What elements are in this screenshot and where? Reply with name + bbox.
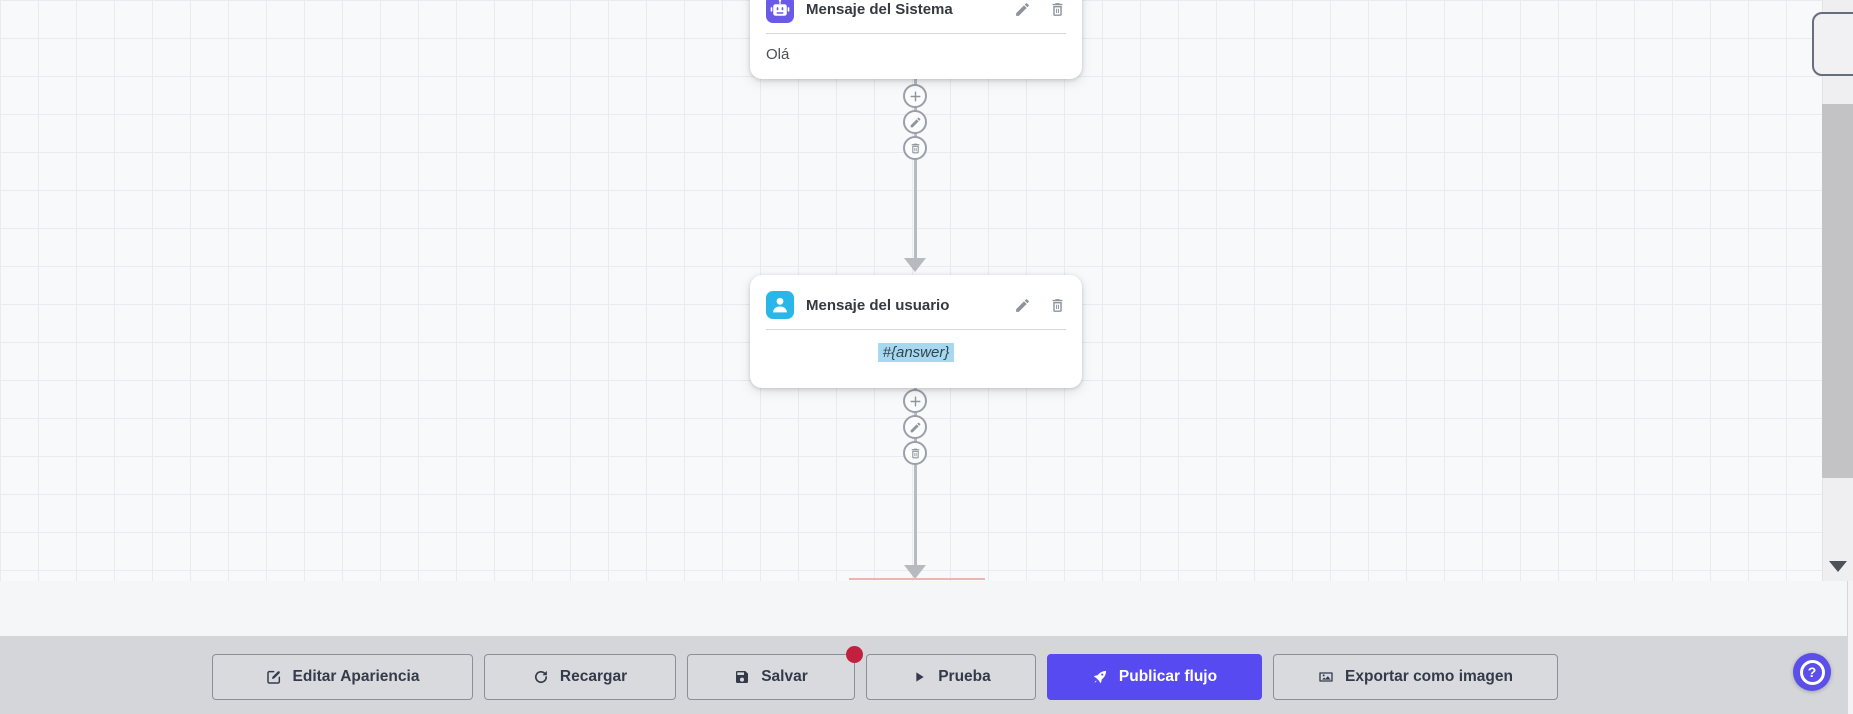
connector-line [914,79,917,258]
pencil-icon [1016,298,1029,312]
help-button[interactable]: ? [1793,653,1831,691]
button-label: Prueba [938,668,991,685]
export-image-button[interactable]: Exportar como imagen [1273,654,1558,700]
button-label: Publicar flujo [1118,668,1218,685]
node-header: Mensaje del usuario [750,275,1082,329]
node-title: Mensaje del usuario [806,296,950,314]
question-icon: ? [1799,659,1825,685]
play-icon [916,672,924,682]
window-edge-strip [1847,581,1853,714]
robot-icon [766,0,794,23]
save-icon [736,671,749,683]
node-edit-button[interactable] [1014,297,1031,314]
next-node-top-edge [849,578,985,580]
connector-arrowhead [904,258,926,272]
scroll-down-icon[interactable] [1829,561,1847,572]
trash-icon [911,143,919,153]
node-user-message[interactable]: Mensaje del usuario #{answer} [750,275,1082,388]
edit-appearance-icon [266,670,280,684]
connector-delete-button[interactable] [903,136,927,160]
rocket-icon [1093,670,1107,684]
connector-edit-button[interactable] [903,415,927,439]
canvas-vertical-scrollbar-thumb[interactable] [1822,104,1853,478]
node-title: Mensaje del Sistema [806,0,953,18]
user-icon [766,291,794,319]
help-label: ? [1807,664,1817,680]
trash-icon [1052,298,1063,312]
connector-line [914,388,917,565]
unsaved-changes-dot [846,646,863,663]
node-delete-button[interactable] [1049,297,1066,314]
image-icon [1319,672,1333,682]
node-content: #{answer} [750,330,1082,383]
pencil-icon [1016,2,1029,16]
publish-flow-button[interactable]: Publicar flujo [1047,654,1262,700]
trash-icon [1052,2,1063,16]
node-divider [766,329,1066,330]
button-label: Salvar [761,668,808,685]
node-edit-button[interactable] [1014,1,1031,18]
variable-token[interactable]: #{answer} [877,343,955,362]
node-content: Olá [766,46,790,63]
node-header: Mensaje del Sistema [750,0,1082,33]
button-label: Editar Apariencia [292,668,420,685]
side-panel-cutoff [1812,12,1853,76]
trash-icon [911,448,919,458]
test-button[interactable]: Prueba [866,654,1036,700]
node-delete-button[interactable] [1049,1,1066,18]
node-system-message[interactable]: Mensaje del Sistema Olá [750,0,1082,79]
connector-add-button[interactable] [903,84,927,108]
reload-button[interactable]: Recargar [484,654,676,700]
plus-icon [909,395,921,407]
pencil-icon [910,117,920,127]
node-divider [766,33,1066,34]
save-button[interactable]: Salvar [687,646,863,700]
connector-delete-button[interactable] [903,441,927,465]
plus-icon [909,90,921,102]
refresh-icon [534,670,547,683]
button-label: Recargar [559,668,628,685]
connector-add-button[interactable] [903,389,927,413]
connector-edit-button[interactable] [903,110,927,134]
button-label: Exportar como imagen [1345,668,1513,685]
edit-appearance-button[interactable]: Editar Apariencia [212,654,473,700]
canvas-bottom-band [0,581,1853,636]
connector-arrowhead [904,565,926,579]
pencil-icon [910,422,920,432]
toolbar-button-row: Editar Apariencia Recargar Salvar Prueba… [212,646,1558,700]
